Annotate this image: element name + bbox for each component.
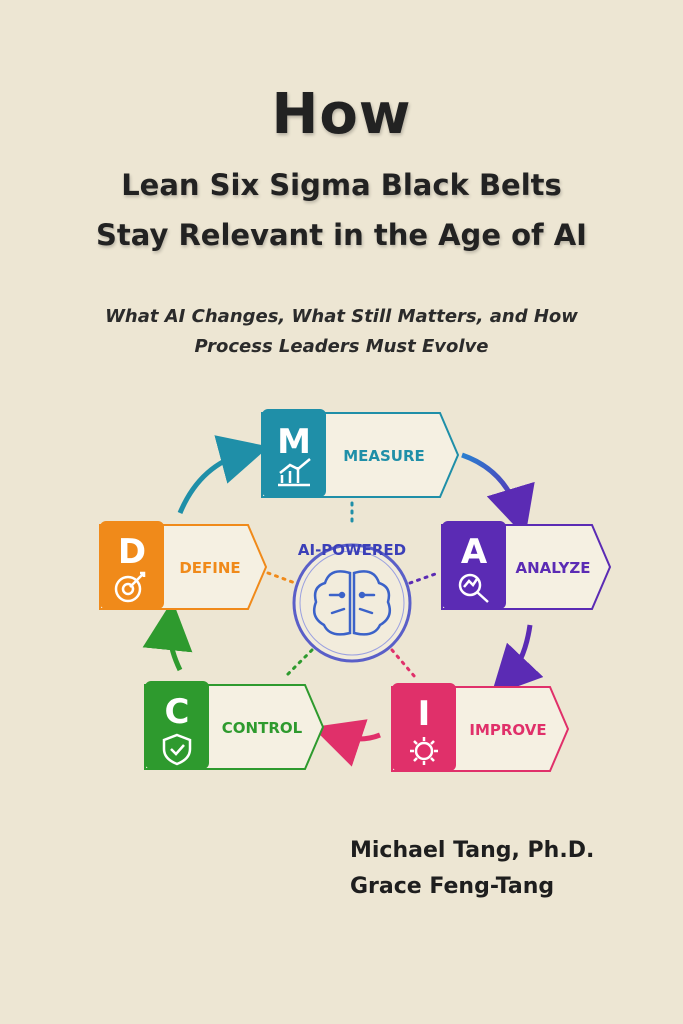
magnifier-icon (458, 573, 489, 603)
arrow-improve-to-control (312, 719, 381, 767)
analyze-label: ANALYZE (516, 559, 591, 577)
measure-letter: M (277, 422, 311, 462)
author-2: Grace Feng-Tang (350, 874, 555, 899)
step-control: C CONTROL (144, 681, 325, 770)
center-label: AI-POWERED (298, 541, 406, 559)
step-analyze: A ANALYZE (441, 521, 612, 610)
target-icon (114, 571, 146, 603)
define-label: DEFINE (179, 559, 240, 577)
improve-letter: I (418, 694, 431, 734)
define-letter: D (118, 532, 146, 572)
step-improve: I IMPROVE (391, 683, 570, 772)
chart-icon (278, 458, 311, 487)
improve-label: IMPROVE (469, 721, 546, 739)
step-define: D DEFINE (99, 521, 268, 610)
title-how: How (271, 82, 412, 147)
measure-label: MEASURE (343, 447, 425, 465)
brain-icon (313, 570, 391, 636)
control-label: CONTROL (222, 719, 303, 737)
analyze-letter: A (461, 532, 488, 572)
control-letter: C (165, 692, 190, 732)
title-line-1: Lean Six Sigma Black Belts (121, 168, 562, 202)
author-1: Michael Tang, Ph.D. (350, 838, 595, 863)
step-measure: M MEASURE (261, 409, 460, 498)
subtitle-line-1: What AI Changes, What Still Matters, and… (105, 306, 578, 327)
arrow-analyze-to-improve (490, 624, 544, 697)
dotted-connectors (266, 501, 440, 679)
arrow-define-to-measure (177, 435, 270, 514)
arrow-control-to-define (142, 600, 193, 672)
title-line-2: Stay Relevant in the Age of AI (96, 218, 587, 252)
subtitle-line-2: Process Leaders Must Evolve (194, 336, 489, 357)
gear-icon (410, 737, 438, 765)
shield-check-icon (162, 733, 192, 766)
arrow-measure-to-analyze (461, 452, 535, 537)
ai-powered-center (292, 543, 412, 663)
dmaic-cycle-diagram: AI-POWERED M MEASURE A ANALYZE I IMPROVE (99, 409, 612, 772)
